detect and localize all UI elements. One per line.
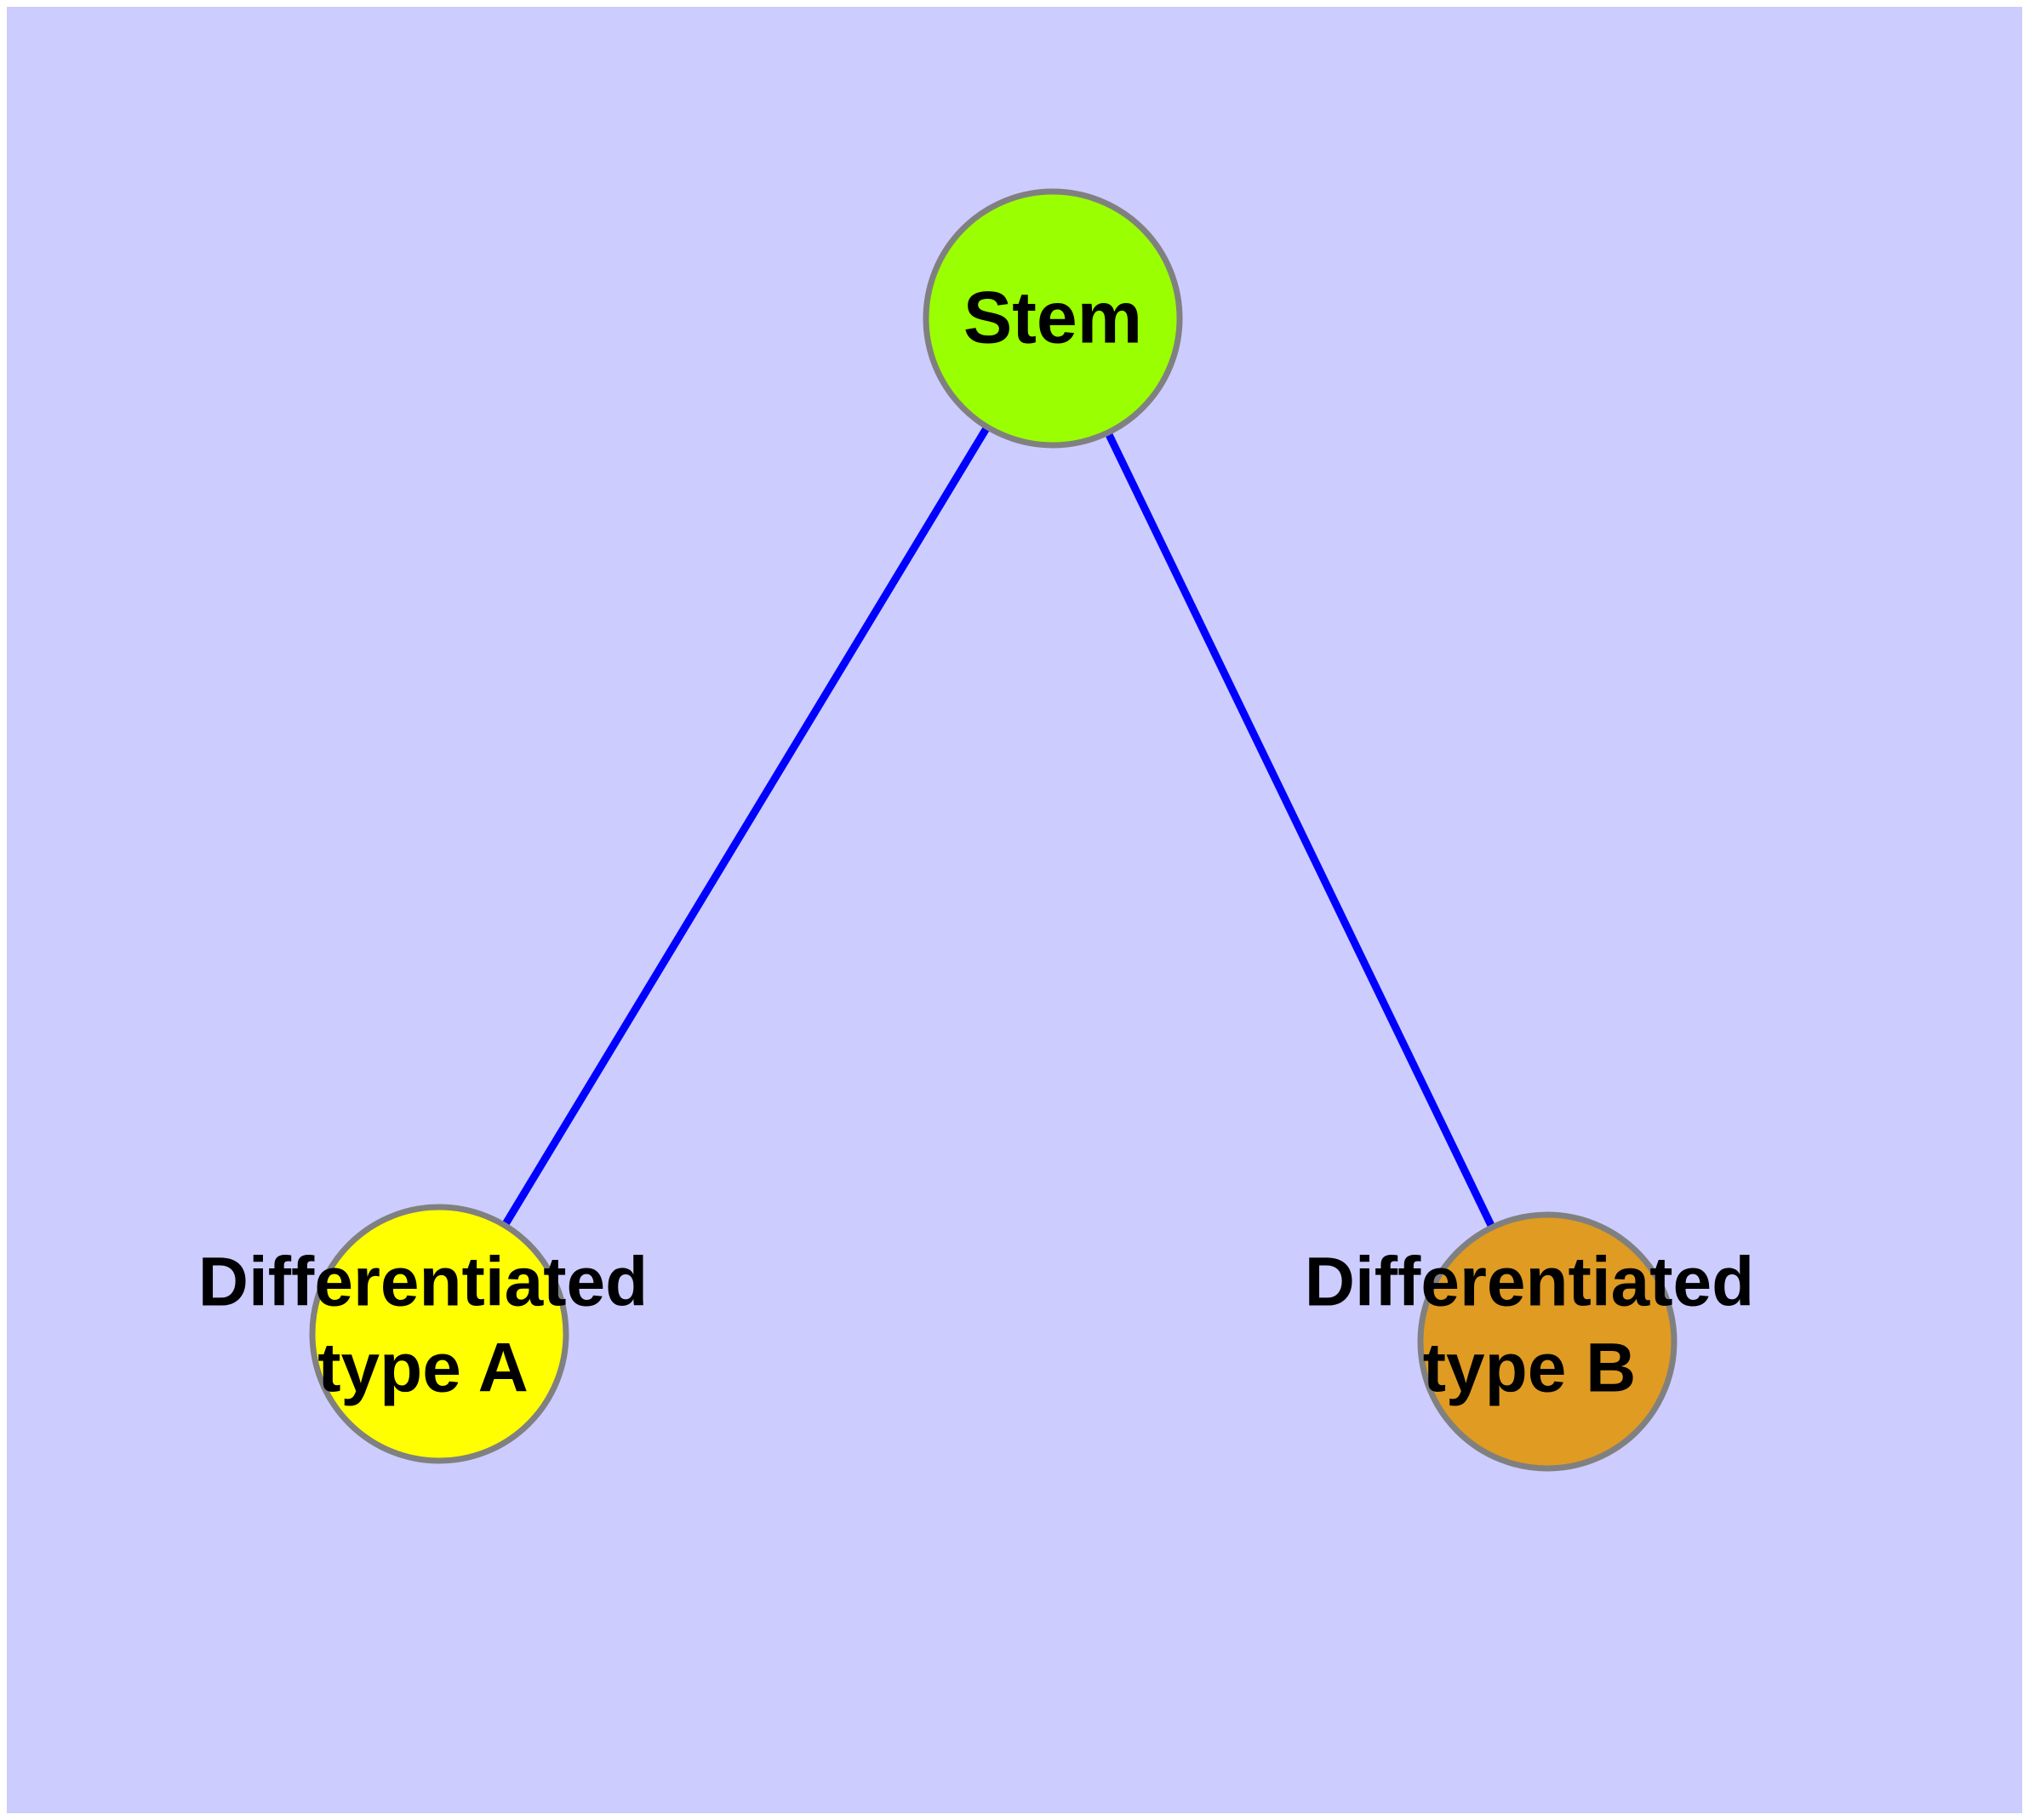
stem-node-circle[interactable]: [923, 188, 1183, 449]
differentiated-type-b-label-line-2: type B: [1423, 1330, 1637, 1407]
node-layer: Stem: [309, 188, 1677, 1472]
node-differentiated-type-b[interactable]: [1417, 1211, 1677, 1472]
differentiated-type-a-label-line-1: Differentiated: [198, 1244, 649, 1321]
edge-stem-to-differentiated-type-a[interactable]: [436, 316, 1056, 1336]
differentiated-type-a-label-line-2: type A: [317, 1330, 529, 1407]
node-stem[interactable]: Stem: [923, 188, 1183, 449]
differentiated-type-b-node-circle[interactable]: [1417, 1211, 1677, 1472]
differentiated-type-b-label-line-1: Differentiated: [1305, 1244, 1755, 1321]
edge-stem-to-differentiated-type-b[interactable]: [1049, 317, 1552, 1343]
node-differentiated-type-a[interactable]: [309, 1204, 569, 1464]
differentiated-type-a-label: Differentiated type A: [198, 1244, 649, 1407]
differentiated-type-b-label: Differentiated type B: [1305, 1244, 1755, 1407]
label-layer: Differentiated type A Differentiated typ…: [198, 1244, 1755, 1407]
stem-node-label: Stem: [963, 278, 1142, 359]
edge-layer: [436, 316, 1552, 1343]
differentiated-type-a-node-circle[interactable]: [309, 1204, 569, 1464]
